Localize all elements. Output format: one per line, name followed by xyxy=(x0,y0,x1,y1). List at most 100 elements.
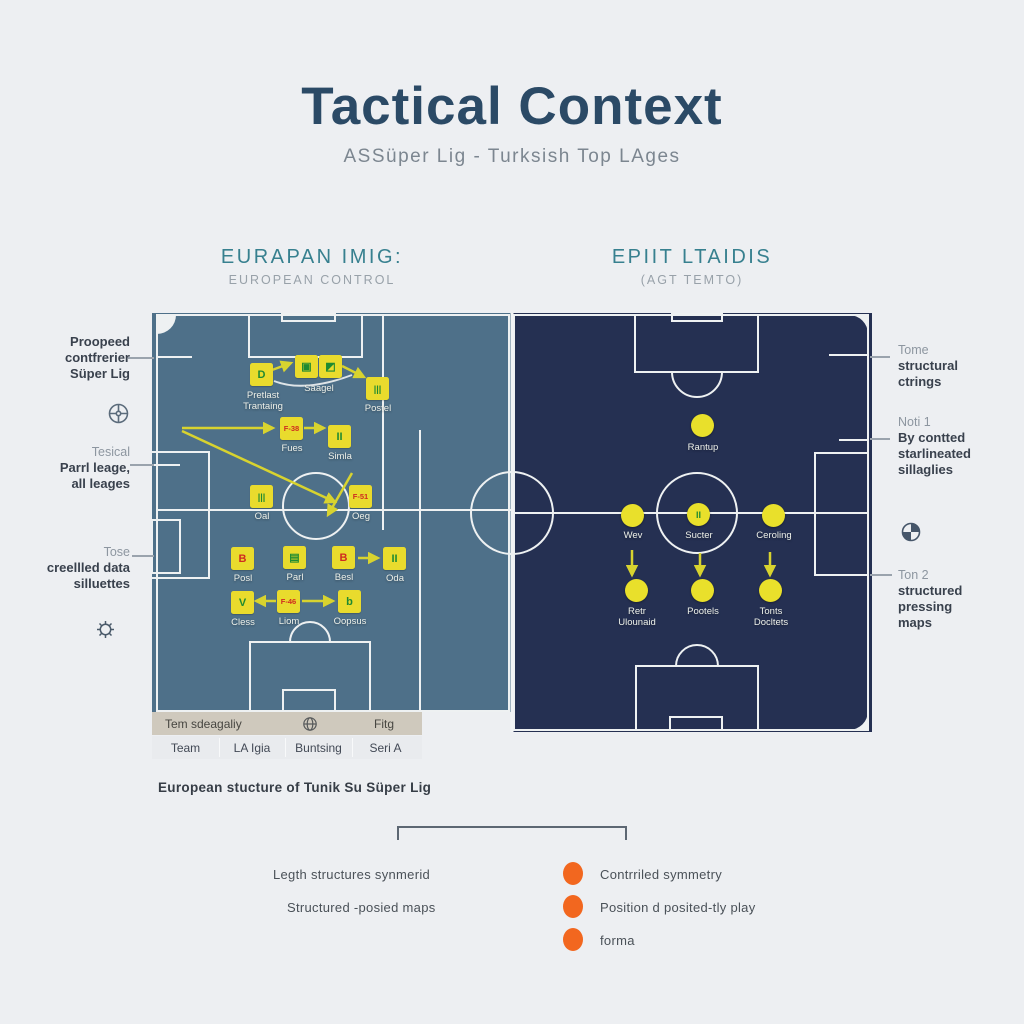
player-dot: II xyxy=(687,503,710,526)
pass-curve xyxy=(273,374,353,387)
page-title: Tactical Context xyxy=(301,77,723,136)
annotation-right-2: Noti 1 By contted starlineated sillaglie… xyxy=(898,415,971,477)
legend-note: Legth structures synmerid xyxy=(273,867,431,882)
player-glyph: ||| xyxy=(257,491,266,502)
table-header-row: Tem sdeagaliy Fitg xyxy=(152,712,422,735)
player-glyph: F-46 xyxy=(280,597,297,606)
player-marker: F-38 xyxy=(280,417,303,440)
player-marker: ▤ xyxy=(283,546,306,569)
left-pitch-lines xyxy=(152,313,511,713)
player-marker: II xyxy=(383,547,406,570)
page-subtitle: ASSüper Lig - Turksish Top LAges xyxy=(343,146,681,167)
annotation-connector xyxy=(128,357,154,359)
table-cell: Tem sdeagaliy xyxy=(165,716,242,731)
player-glyph: II xyxy=(336,430,343,443)
quarter-ball-icon xyxy=(901,522,921,542)
left-pitch-corner-notch xyxy=(157,315,176,334)
annotation-left-1: Proopeed contfrerier Süper Lig xyxy=(64,334,130,381)
left-panel-subheading: EUROPEAN CONTROL xyxy=(228,273,396,287)
player-glyph: ▣ xyxy=(301,361,312,373)
legend-bullet-dot xyxy=(563,862,583,885)
player-label: Wev xyxy=(623,530,643,541)
annotation-left-3: Tose creellled data silluettes xyxy=(46,545,130,591)
player-label: Rantup xyxy=(687,442,719,453)
table-cell: Fitg xyxy=(374,716,395,731)
player-marker: D xyxy=(250,363,273,386)
player-glyph: ||| xyxy=(373,383,382,394)
pitch-caption: European stucture of Tunik Su Süper Lig xyxy=(158,780,432,795)
player-label: Oopsus xyxy=(333,616,367,627)
bracket-tick xyxy=(397,826,399,840)
bracket-line xyxy=(397,826,627,828)
legend-note: Structured -posied maps xyxy=(287,900,436,915)
annotation-connector xyxy=(870,438,890,440)
player-label: Cless xyxy=(231,617,255,628)
annotation-right-1: Tome structural ctrings xyxy=(898,343,958,389)
player-marker: ◩ xyxy=(319,355,342,378)
player-label: Liom xyxy=(278,616,300,627)
legend-bullet-dot xyxy=(563,928,583,951)
player-glyph: ◩ xyxy=(325,361,336,373)
player-label: Ceroling xyxy=(756,530,792,541)
player-label: Postel xyxy=(364,403,392,414)
table-cell: Team xyxy=(170,740,201,755)
legend-bullet-label: forma xyxy=(600,933,635,948)
right-pitch-corner-notch-bottom xyxy=(849,711,868,730)
annotation-connector xyxy=(132,555,154,557)
left-panel-heading: EURAPAN IMIG: xyxy=(220,246,404,268)
legend-bullet-dot xyxy=(563,895,583,918)
player-dot xyxy=(759,579,782,602)
table-cell: Buntsing xyxy=(295,740,342,755)
player-label: Besl xyxy=(334,572,354,583)
player-glyph: B xyxy=(339,551,348,564)
globe-icon xyxy=(303,717,317,731)
player-glyph: F-38 xyxy=(283,424,300,433)
player-label: Posl xyxy=(233,573,253,584)
player-label: Simla xyxy=(328,451,352,462)
player-glyph: ▤ xyxy=(289,552,300,564)
compass-ball-icon xyxy=(108,403,129,424)
player-marker: B xyxy=(332,546,355,569)
legend-bullet-label: Position d posited-tly play xyxy=(600,900,756,915)
shared-centre-circle xyxy=(470,471,554,555)
player-label: Pootels xyxy=(687,606,719,617)
player-marker: ||| xyxy=(250,485,273,508)
player-marker: II xyxy=(328,425,351,448)
player-glyph: b xyxy=(346,595,353,608)
cell-divider xyxy=(219,738,220,757)
player-dot xyxy=(691,414,714,437)
player-marker: ||| xyxy=(366,377,389,400)
player-dot xyxy=(625,579,648,602)
player-label: Sucter xyxy=(685,530,713,541)
player-marker: V xyxy=(231,591,254,614)
player-glyph: II xyxy=(391,552,398,565)
player-marker: ▣ xyxy=(295,355,318,378)
player-dot xyxy=(691,579,714,602)
player-glyph: V xyxy=(238,596,247,609)
table-cell: Seri A xyxy=(369,740,402,755)
player-glyph: D xyxy=(257,368,266,381)
right-panel-subheading: (AGT TEMTO) xyxy=(640,273,744,287)
movement-arrows xyxy=(181,360,777,608)
player-dot xyxy=(621,504,644,527)
annotation-connector xyxy=(870,574,892,576)
right-panel-heading: EPIIT LTAIDIS xyxy=(611,246,773,268)
player-label: Oal xyxy=(254,511,270,522)
annotation-left-2: Tesical Parrl leage, all leages xyxy=(59,445,130,491)
gear-icon xyxy=(97,621,114,638)
player-glyph: F-51 xyxy=(352,492,369,501)
player-label: Oda xyxy=(386,573,404,584)
annotation-connector xyxy=(130,464,154,466)
player-label: Parl xyxy=(286,572,304,583)
player-marker: F-51 xyxy=(349,485,372,508)
player-marker: b xyxy=(338,590,361,613)
cell-divider xyxy=(352,738,353,757)
player-glyph: B xyxy=(238,552,247,565)
right-pitch-corner-notch-top xyxy=(849,315,868,334)
bracket-tick xyxy=(625,826,627,840)
player-label: Saagel xyxy=(304,383,334,394)
player-marker: F-46 xyxy=(277,590,300,613)
table-cell: LA Igia xyxy=(233,740,271,755)
